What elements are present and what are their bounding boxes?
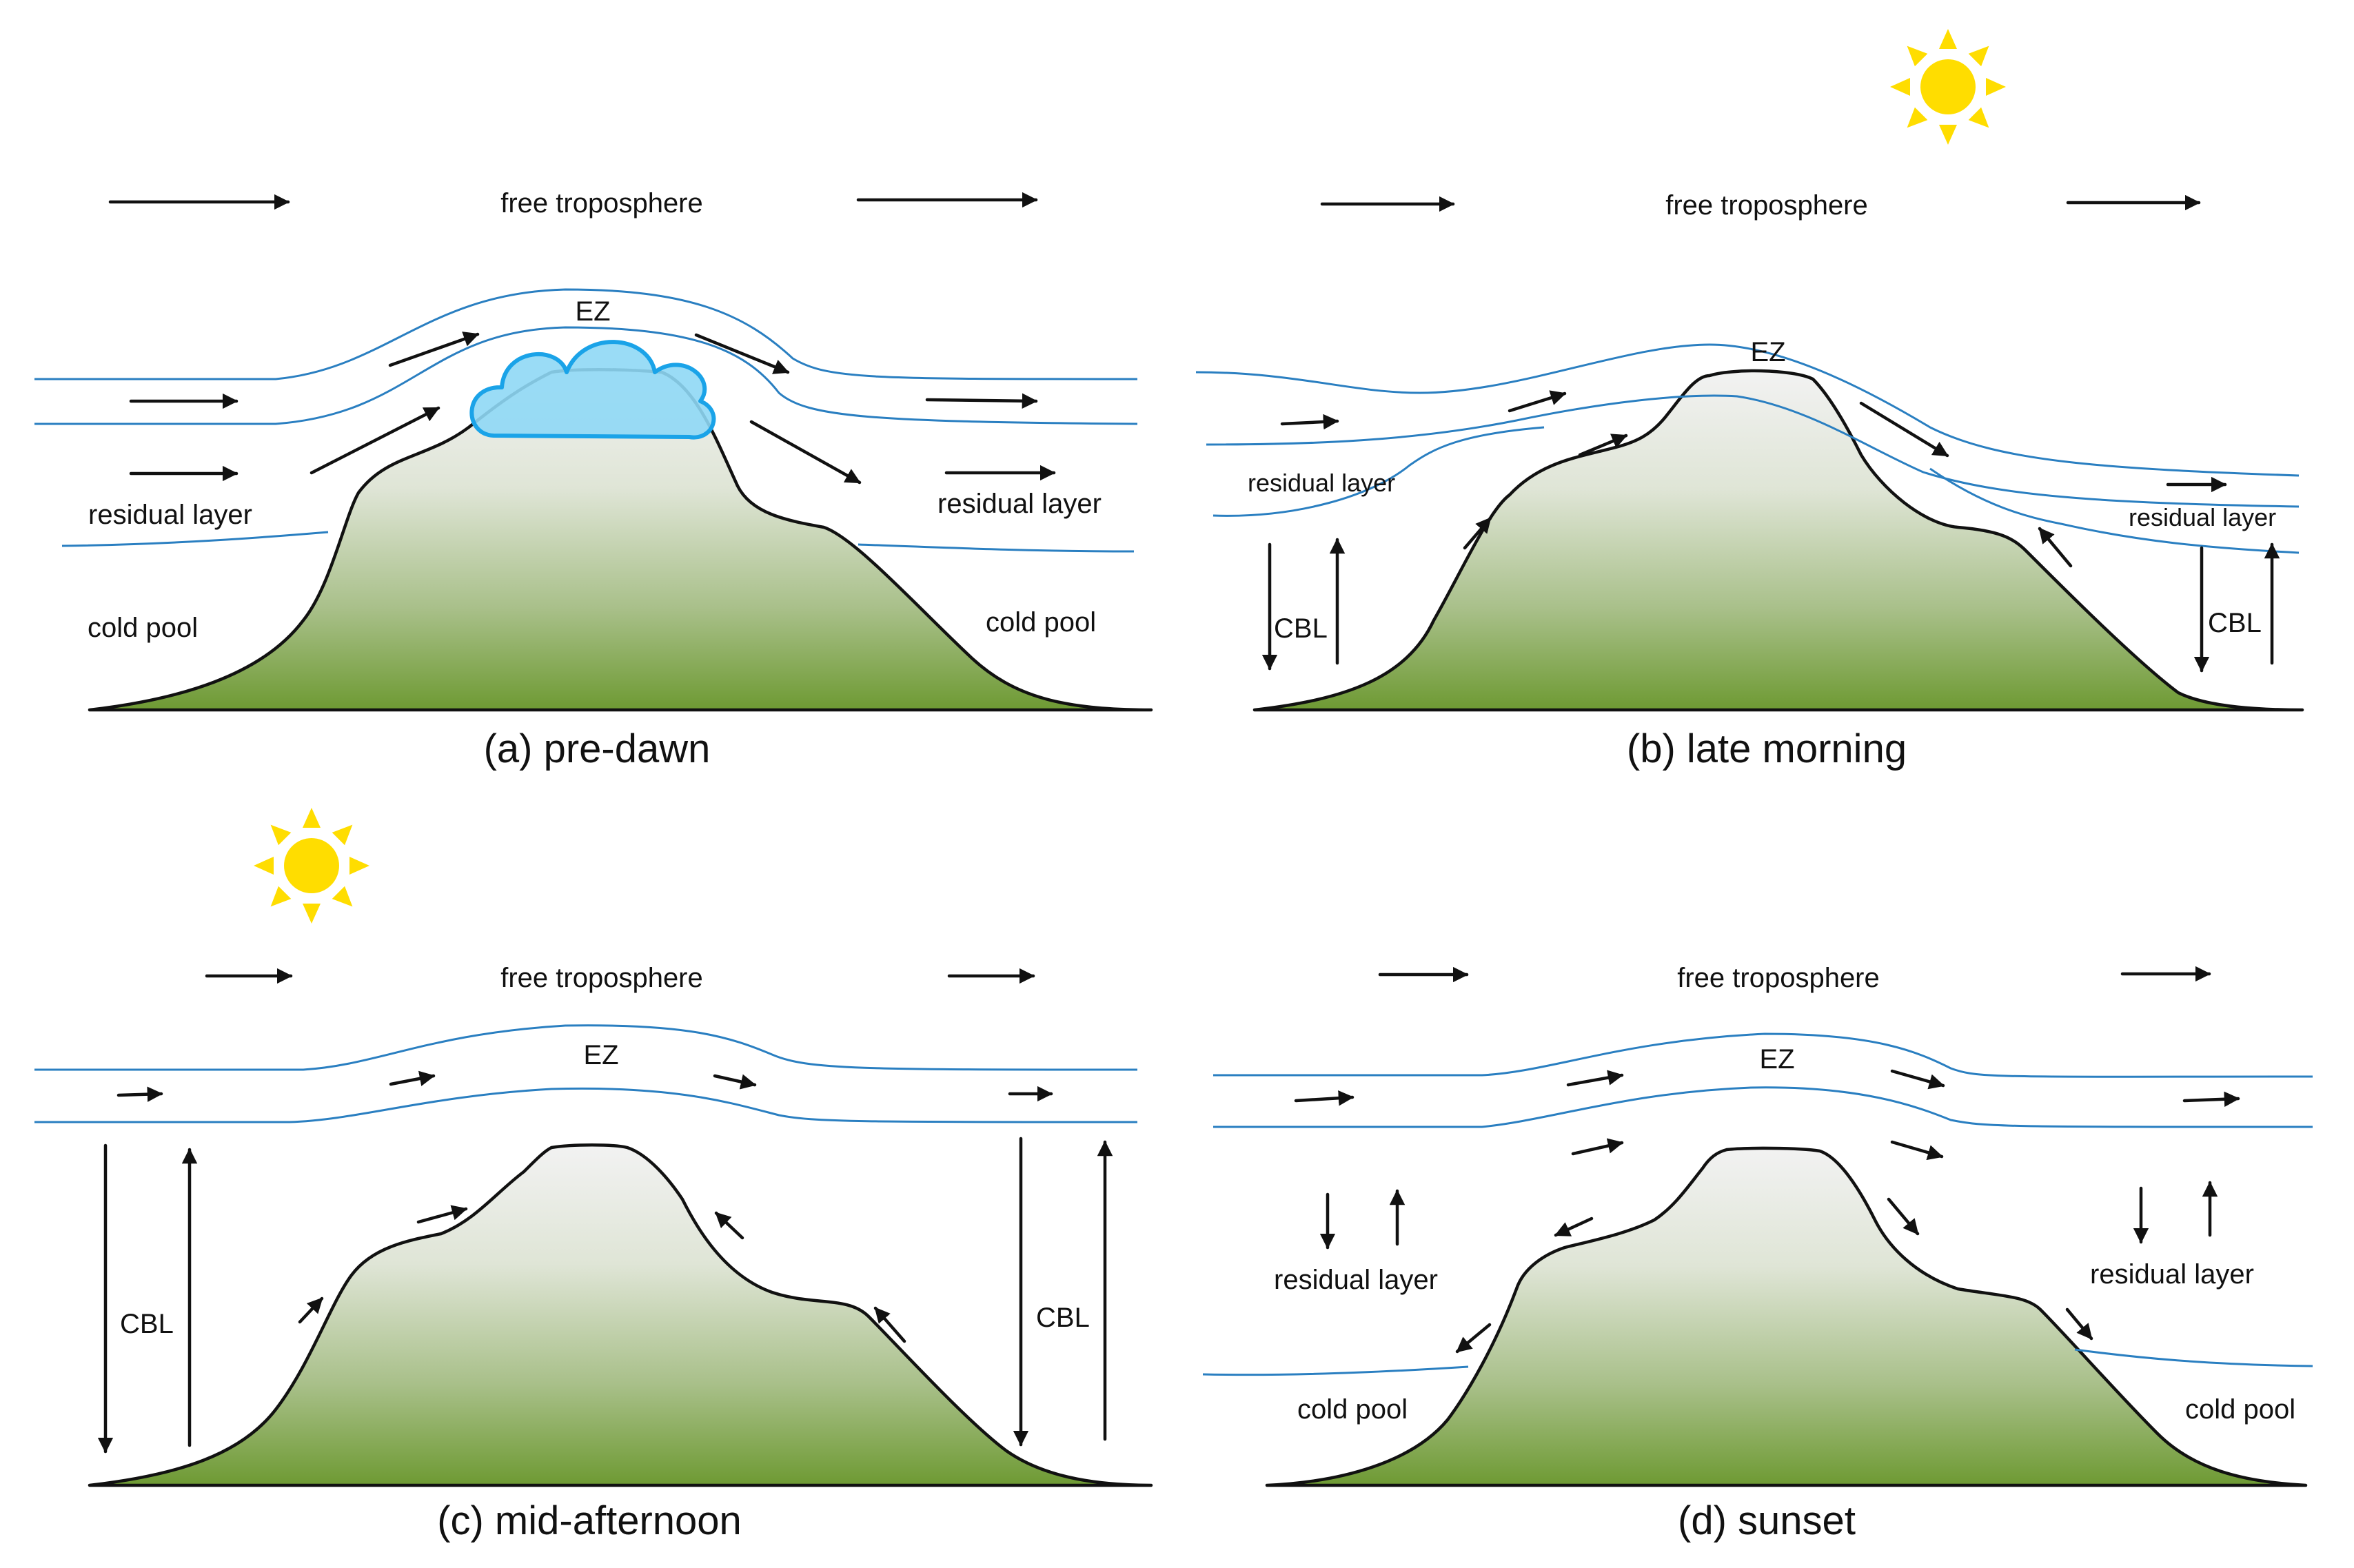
cold-pool-line-right [2074,1348,2313,1367]
panel-c: free troposphere EZ CBL CBL (c) mid-afte… [34,808,1153,1543]
arrow [1571,1138,1624,1156]
arrow [116,1086,163,1102]
label-cold-pool-right: cold pool [2185,1394,2295,1425]
label-residual-layer-right: residual layer [937,489,1102,519]
arrow [1859,401,1949,458]
arrow [749,420,862,485]
mountain [1252,369,2304,712]
label-residual-layer-right: residual layer [2090,1259,2254,1290]
arrow [1463,516,1492,550]
label-free-troposphere: free troposphere [500,188,703,218]
label-residual-layer-left: residual layer [1248,469,1395,497]
cold-pool-line-left [61,531,329,547]
ez-upper-line [1213,1032,2313,1078]
caption-b: (b) late morning [1627,726,1907,771]
arrow [1554,1216,1594,1237]
orographic-cloud [469,340,716,440]
label-free-troposphere: free troposphere [1665,190,1868,221]
flow-arrows [1261,194,2280,673]
arrow [713,1074,757,1090]
panel-a: free troposphere EZ residual layer resid… [34,188,1153,771]
arrow [389,1070,436,1086]
label-residual-layer-left: residual layer [88,500,252,530]
label-cbl-left: CBL [1274,613,1328,644]
arrow [298,1296,324,1324]
cold-pool-line-left [1202,1365,1469,1376]
sun-icon [1890,29,2006,145]
arrow [2065,1307,2093,1341]
label-ez: EZ [1750,337,1785,367]
label-cold-pool-left: cold pool [88,613,198,643]
panel-b: free troposphere EZ residual layer resid… [1195,29,2304,771]
label-cbl-left: CBL [120,1309,174,1339]
arrow [1294,1090,1354,1106]
arrow [2182,1091,2240,1108]
arrow [1890,1069,1945,1090]
arrow [1887,1197,1920,1236]
label-free-troposphere: free troposphere [1677,963,1880,993]
cold-pool-line-right [858,543,1135,553]
arrow [1280,414,1339,430]
arrow [1508,390,1567,413]
mountain [1265,1146,2308,1487]
arrow [1890,1140,1944,1161]
mountain [88,1143,1153,1487]
label-cold-pool-left: cold pool [1297,1394,1408,1425]
label-residual-layer-right: residual layer [2129,503,2276,531]
ez-upper-line [1195,343,2300,477]
label-ez: EZ [1759,1044,1794,1075]
caption-a: (a) pre-dawn [484,726,711,771]
label-cold-pool-right: cold pool [986,607,1096,638]
flow-arrows [1294,966,2240,1354]
ez-lower-line [1213,1086,2313,1128]
arrow [925,393,1038,409]
arrow [714,1211,744,1240]
label-ez: EZ [575,296,610,327]
arrow [1566,1070,1624,1087]
cbl-top-line-left [1212,426,1545,517]
residual-top-line [1206,394,2300,508]
caption-d: (d) sunset [1678,1498,1856,1543]
arrow [1578,434,1628,457]
arrow [2038,527,2073,568]
arrow [416,1205,468,1224]
label-ez: EZ [583,1040,618,1070]
flow-arrows [108,192,1056,485]
flow-arrows [97,968,1113,1454]
sun-icon [254,808,369,924]
cbl-top-line-right [1929,467,2300,554]
label-residual-layer-left: residual layer [1274,1265,1438,1295]
panel-d: free troposphere EZ residual layer resid… [1202,963,2313,1543]
arrow [310,406,440,475]
arrow [873,1306,906,1343]
ez-lower-line [34,326,1138,425]
ez-upper-line [34,288,1138,380]
label-free-troposphere: free troposphere [500,963,703,993]
label-cbl-right: CBL [2208,608,2262,638]
ez-lower-line [34,1087,1138,1123]
caption-c: (c) mid-afternoon [437,1498,742,1543]
label-cbl-right: CBL [1036,1303,1090,1333]
ez-upper-line [34,1024,1138,1071]
arrow [1455,1323,1492,1354]
arrow [388,332,480,367]
arrow [694,333,790,374]
